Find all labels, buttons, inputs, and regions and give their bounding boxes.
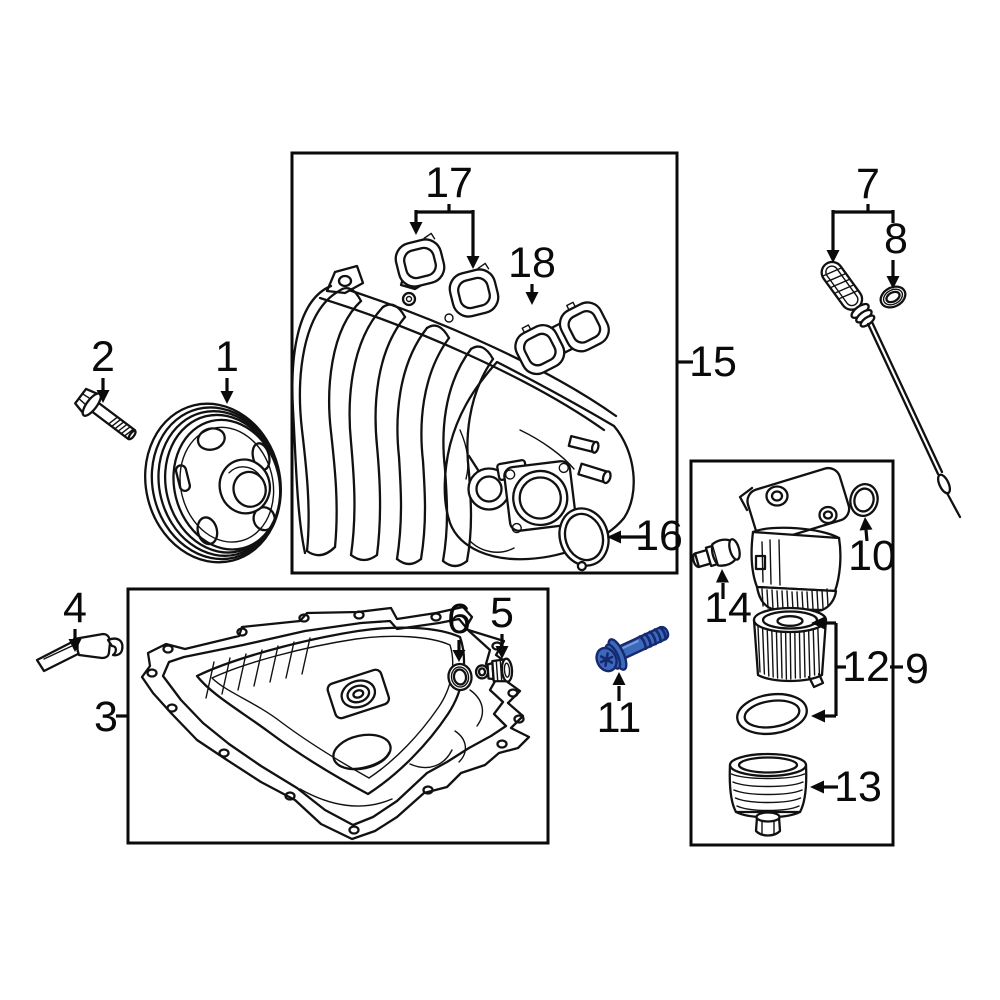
callout-13-label: 13 — [834, 763, 882, 811]
manifold-gasket-18 — [514, 301, 610, 376]
callout-4: 4 — [63, 584, 87, 652]
callout-6: 6 — [447, 595, 471, 662]
callout-11: 11 — [597, 672, 642, 742]
callout-9: 9 — [890, 645, 929, 693]
callout-2: 2 — [91, 333, 115, 403]
oil-pan-bolt-holes — [146, 610, 525, 835]
manifold-gasket-17a — [394, 232, 446, 288]
oil-pan — [140, 605, 531, 841]
throttle-flange — [503, 460, 577, 534]
dipstick-o-ring — [879, 285, 907, 309]
filter-cap-o-ring — [736, 692, 808, 736]
callout-7: 7 — [826, 160, 895, 263]
callout-17-label: 17 — [425, 159, 473, 207]
callout-3-label: 3 — [94, 693, 118, 741]
highlighted-bolt — [595, 625, 670, 673]
filter-housing — [738, 466, 851, 623]
callout-1: 1 — [215, 333, 239, 404]
sealant-applicator — [35, 632, 124, 673]
throttle-body-gasket — [558, 507, 610, 572]
callout-8: 8 — [884, 215, 908, 289]
crankshaft-pulley — [144, 402, 282, 564]
oil-filter-cap — [728, 752, 808, 837]
callout-16: 16 — [607, 512, 683, 560]
callout-8-label: 8 — [884, 215, 908, 263]
callout-6-label: 6 — [447, 595, 471, 643]
callout-13: 13 — [810, 763, 882, 811]
filter-housing-o-ring — [849, 482, 879, 518]
callout-18: 18 — [508, 239, 556, 305]
callouts: 1 2 3 4 5 6 7 8 — [63, 159, 929, 811]
oil-dipstick — [820, 260, 962, 519]
callout-12-label: 12 — [842, 643, 890, 691]
callout-14-label: 14 — [704, 584, 752, 632]
oil-filter-box — [689, 459, 895, 847]
drain-plug-gasket — [447, 662, 473, 692]
callout-5-label: 5 — [490, 589, 514, 637]
callout-2-label: 2 — [91, 333, 115, 381]
callout-15: 15 — [677, 338, 737, 386]
oil-filter-valve — [691, 538, 741, 569]
manifold-gasket-17b — [448, 262, 500, 318]
callout-10-label: 10 — [848, 532, 896, 580]
callout-9-label: 9 — [905, 645, 929, 693]
callout-17: 17 — [409, 159, 480, 269]
callout-11-label: 11 — [597, 694, 642, 742]
callout-7-label: 7 — [856, 160, 880, 208]
filter-element — [752, 606, 828, 689]
callout-1-label: 1 — [215, 333, 239, 381]
callout-5: 5 — [490, 589, 514, 659]
crankshaft-pulley-bolt — [74, 387, 137, 441]
callout-3: 3 — [94, 693, 128, 741]
callout-4-label: 4 — [63, 584, 87, 632]
oil-filter-assembly — [691, 466, 879, 837]
callout-15-label: 15 — [689, 338, 737, 386]
callout-18-label: 18 — [508, 239, 556, 287]
callout-14: 14 — [704, 569, 752, 632]
callout-12: 12 — [811, 616, 890, 723]
oil-drain-plug — [474, 657, 514, 683]
callout-10: 10 — [848, 517, 896, 580]
